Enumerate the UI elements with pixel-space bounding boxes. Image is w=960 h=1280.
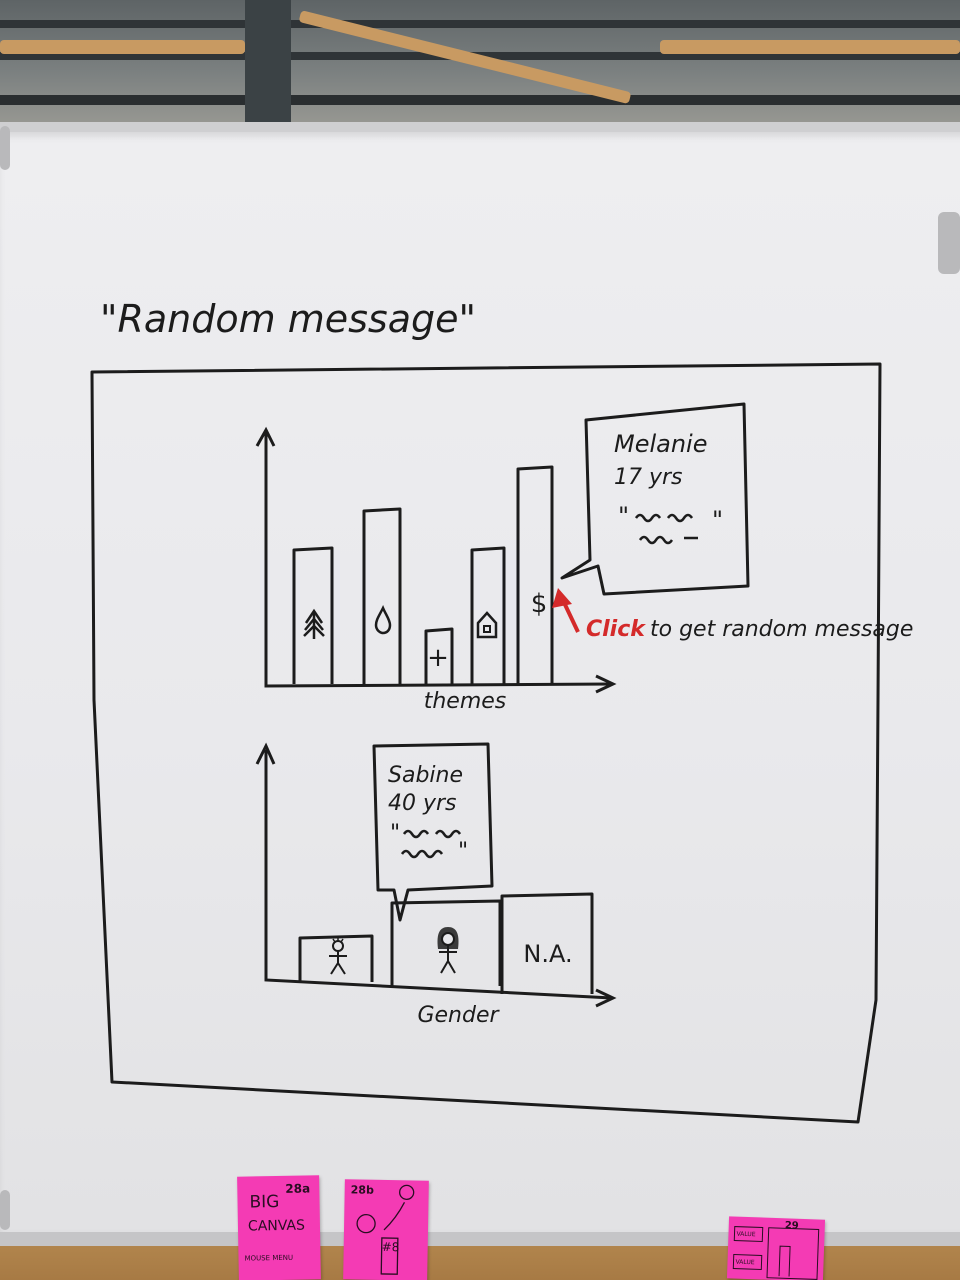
background-wood-rail: [0, 40, 245, 54]
postit-28b: 28b #8: [343, 1179, 429, 1280]
gender-chart-x-arrow: [595, 988, 617, 1008]
postit-28a-line3: MOUSE MENU: [244, 1253, 294, 1263]
sabine-squiggle-text: [400, 829, 462, 859]
bar-cross-icon[interactable]: [424, 627, 454, 684]
female-icon: [437, 927, 459, 974]
themes-axis-label: themes: [424, 689, 507, 714]
na-bar-label: N.A.: [523, 940, 572, 968]
sabine-quote-open: ": [390, 821, 400, 846]
postit-28b-sketch: [356, 1184, 415, 1275]
gender-bars: [298, 892, 594, 994]
background-post: [245, 0, 291, 130]
drop-icon: [374, 605, 392, 635]
postit-28a-number: 28a: [285, 1181, 311, 1196]
themes-chart-x-arrow: [595, 674, 617, 694]
bar-house-icon[interactable]: [470, 546, 506, 684]
bar-male-icon[interactable]: [298, 934, 374, 982]
background-rail-bar: [0, 20, 960, 28]
board-clip: [0, 126, 10, 170]
click-label: Click: [586, 617, 646, 642]
click-instruction: to get random message: [650, 617, 913, 642]
sketch-title: "Random message": [100, 297, 476, 341]
melanie-squiggle-text: [634, 513, 698, 545]
sabine-age: 40 yrs: [388, 791, 457, 816]
sabine-tooltip: [372, 742, 494, 922]
melanie-quote-open: ": [618, 502, 629, 530]
dollar-icon: $: [531, 589, 548, 619]
themes-bars: [292, 465, 554, 684]
melanie-age: 17 yrs: [614, 465, 683, 490]
house-icon: [476, 611, 498, 639]
melanie-name: Melanie: [614, 430, 708, 458]
board-clip: [938, 212, 960, 274]
bar-tree-icon[interactable]: [292, 546, 334, 684]
background-rail-bar: [0, 95, 960, 105]
screen-frame: [90, 362, 882, 1124]
postit-28a: 28a BIG CANVAS MOUSE MENU: [237, 1175, 321, 1280]
melanie-tooltip: [560, 402, 750, 596]
male-icon: [329, 938, 347, 975]
sabine-name: Sabine: [388, 763, 463, 788]
postit-28b-label: #8: [381, 1239, 400, 1255]
background-wood-rail: [660, 40, 960, 54]
gender-chart-y-arrow: [255, 742, 276, 765]
melanie-quote-close: ": [712, 506, 723, 534]
tree-icon: [303, 608, 325, 639]
bar-n-a[interactable]: [500, 892, 594, 994]
gender-chart: N.A. Gender Sabine 40 yrs " ": [255, 742, 617, 1028]
gender-axis-label: Gender: [417, 1003, 500, 1028]
board-clip: [0, 1190, 10, 1230]
sabine-quote-close: ": [458, 839, 468, 864]
click-arrow-head: [552, 588, 572, 608]
gender-chart-axes: [264, 750, 613, 1000]
postit-29: 29 VALUE VALUE: [726, 1216, 826, 1280]
postit-29-sketch: [732, 1226, 820, 1280]
postit-28a-line2: CANVAS: [247, 1217, 306, 1235]
postit-28a-line1: BIG: [249, 1191, 280, 1213]
themes-chart: + $ themes Melanie 17 yrs " " Click to g…: [255, 402, 913, 714]
bar-drop-icon[interactable]: [362, 507, 402, 684]
themes-chart-y-arrow: [255, 426, 276, 447]
bar-female-icon[interactable]: [390, 899, 502, 986]
themes-chart-axes: [264, 432, 613, 688]
bar-dollar-icon[interactable]: [516, 465, 554, 684]
cross-icon: +: [427, 643, 449, 673]
